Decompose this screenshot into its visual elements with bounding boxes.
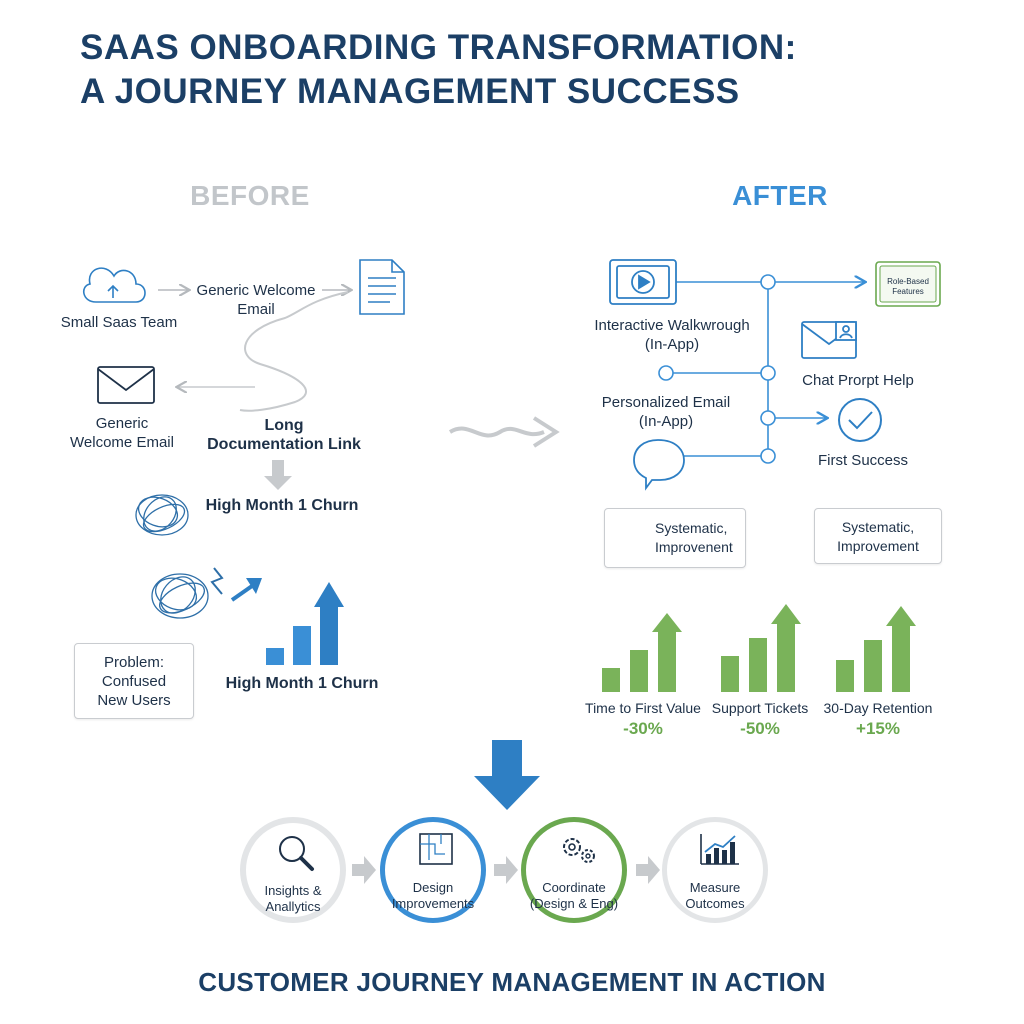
problem-text: Problem: Confused New Users <box>97 654 171 709</box>
before-heading: BEFORE <box>190 180 310 211</box>
role-features-icon <box>875 261 941 307</box>
documentation-link-label: Long Documentation Link <box>207 417 361 453</box>
metric-label-0: Time to First Value <box>585 700 701 716</box>
step-label-design: Design Improvements <box>391 880 475 911</box>
magnifier-icon <box>279 836 314 871</box>
churn-bars <box>266 582 344 665</box>
step-insights: Insights & Anallytics <box>240 817 346 923</box>
step-coordinate: Coordinate (Design & Eng) <box>521 817 627 923</box>
churn-label-2: High Month 1 Churn <box>225 675 379 692</box>
video-play-icon <box>609 259 677 305</box>
journey-nodes <box>658 274 776 464</box>
envelope-icon <box>97 366 155 404</box>
winding-path <box>239 291 349 412</box>
small-team-label: Small Saas Team <box>60 314 178 331</box>
email-chat-icon <box>801 321 857 359</box>
metric-value-0: -30% <box>623 719 663 738</box>
cloud-icon <box>83 267 146 303</box>
chat-help-label: Chat Prorpt Help <box>802 372 914 389</box>
title-line-1: SAAS ONBOARDING TRANSFORMATION: <box>80 28 797 67</box>
document-icon <box>359 259 405 315</box>
systematic-text-1: Systematic, Improvenent <box>655 520 733 555</box>
after-heading: AFTER <box>732 180 828 211</box>
systematic-callout-2: Systematic, Improvement <box>814 508 942 564</box>
lightning-icon <box>210 567 224 595</box>
down-arrow-small <box>264 460 292 490</box>
gears-icon <box>563 838 595 863</box>
metric-value-1: -50% <box>740 719 780 738</box>
transition-squiggle <box>448 426 545 438</box>
step-arrows <box>352 856 660 884</box>
step-design: Design Improvements <box>380 817 486 923</box>
tangle-icon <box>135 494 189 536</box>
systematic-text-2: Systematic, Improvement <box>837 519 919 554</box>
role-features-label: Role-Based Features <box>887 277 929 296</box>
page-title: SAAS ONBOARDING TRANSFORMATION: A JOURNE… <box>80 26 980 114</box>
transition-arrowhead <box>532 416 560 448</box>
tangle-icon-2 <box>151 573 209 619</box>
blueprint-icon <box>419 833 453 865</box>
step-label-insights: Insights & Anallytics <box>264 883 322 914</box>
title-line-2: A JOURNEY MANAGEMENT SUCCESS <box>80 72 740 111</box>
metric-label-2: 30-Day Retention <box>823 700 933 716</box>
first-success-label: First Success <box>817 452 908 469</box>
walkthrough-label: Interactive Walkwrough (In-App) <box>594 317 750 353</box>
systematic-callout-1: Systematic, Improvenent <box>604 508 746 568</box>
footer-title: CUSTOMER JOURNEY MANAGEMENT IN ACTION <box>198 967 826 997</box>
rising-arrow-icon <box>230 578 262 602</box>
metric-label-1: Support Tickets <box>711 700 809 716</box>
personalized-email-label: Personalized Email (In-App) <box>601 394 731 430</box>
chart-icon <box>700 834 739 865</box>
step-label-measure: Measure Outcomes <box>685 880 745 911</box>
generic-welcome-email-label: Generic Welcome Email <box>70 415 174 451</box>
problem-callout: Problem: Confused New Users <box>74 643 194 719</box>
check-circle-icon <box>838 398 882 442</box>
question-bubble-icon <box>633 439 685 491</box>
metric-value-2: +15% <box>856 719 900 738</box>
metric-bars <box>602 604 916 692</box>
step-measure: Measure Outcomes <box>662 817 768 923</box>
welcome-email-label: Generic Welcome Email <box>196 282 316 318</box>
churn-label-1: High Month 1 Churn <box>205 497 359 514</box>
step-label-coordinate: Coordinate (Design & Eng) <box>529 880 619 911</box>
big-down-arrow <box>474 740 540 810</box>
